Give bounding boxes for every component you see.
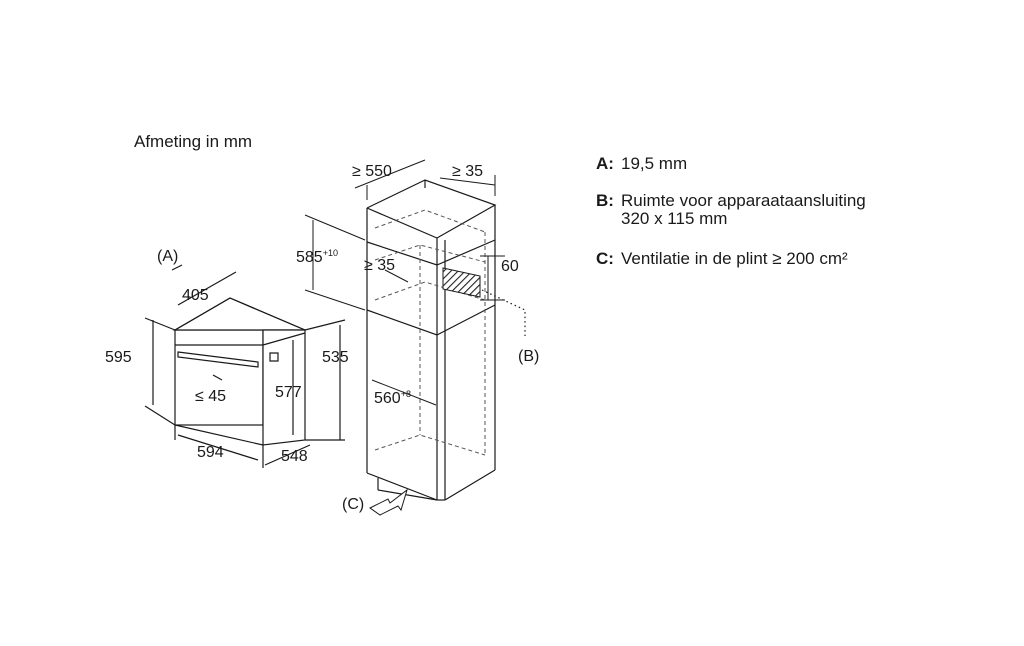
oven-drawing [144, 264, 346, 468]
legend-text-b1: Ruimte voor apparaataansluiting [621, 191, 866, 210]
oven-depth-top: 405 [182, 287, 209, 304]
legend-key-c: C: [596, 249, 614, 268]
cabinet-niche-width: 560+8 [374, 389, 411, 407]
cabinet-side-min: ≥ 35 [452, 163, 483, 180]
cabinet-gap-min: ≥ 35 [364, 257, 395, 274]
oven-height-total: 595 [105, 349, 132, 366]
legend-text-b2: 320 x 115 mm [621, 209, 727, 228]
cabinet-dimension-lines [304, 159, 505, 516]
legend-text-c: Ventilatie in de plint ≥ 200 cm² [621, 249, 848, 268]
cabinet-label-c: (C) [342, 496, 364, 513]
page-title: Afmeting in mm [134, 132, 252, 151]
niche-height-value: 585 [296, 249, 323, 266]
cabinet-vent-height: 60 [501, 258, 519, 275]
legend-key-a: A: [596, 154, 614, 173]
oven-depth: 548 [281, 448, 308, 465]
oven-height-inner: 577 [275, 384, 302, 401]
cabinet-drawing [366, 179, 497, 501]
connection-space-hatch [442, 267, 481, 298]
cabinet-niche-height: 585+10 [296, 248, 338, 266]
cabinet-depth-min: ≥ 550 [352, 163, 392, 180]
oven-height-body: 535 [322, 349, 349, 366]
niche-height-tol: +10 [323, 248, 338, 258]
cabinet-label-b: (B) [518, 348, 539, 365]
legend-text-a: 19,5 mm [621, 154, 687, 173]
oven-label-a: (A) [157, 248, 178, 265]
niche-width-value: 560 [374, 390, 401, 407]
niche-width-tol: +8 [401, 389, 411, 399]
oven-handle-gap: ≤ 45 [195, 388, 226, 405]
legend: A: 19,5 mm B: Ruimte voor apparaataanslu… [596, 154, 866, 268]
legend-key-b: B: [596, 191, 614, 210]
oven-width: 594 [197, 444, 224, 461]
